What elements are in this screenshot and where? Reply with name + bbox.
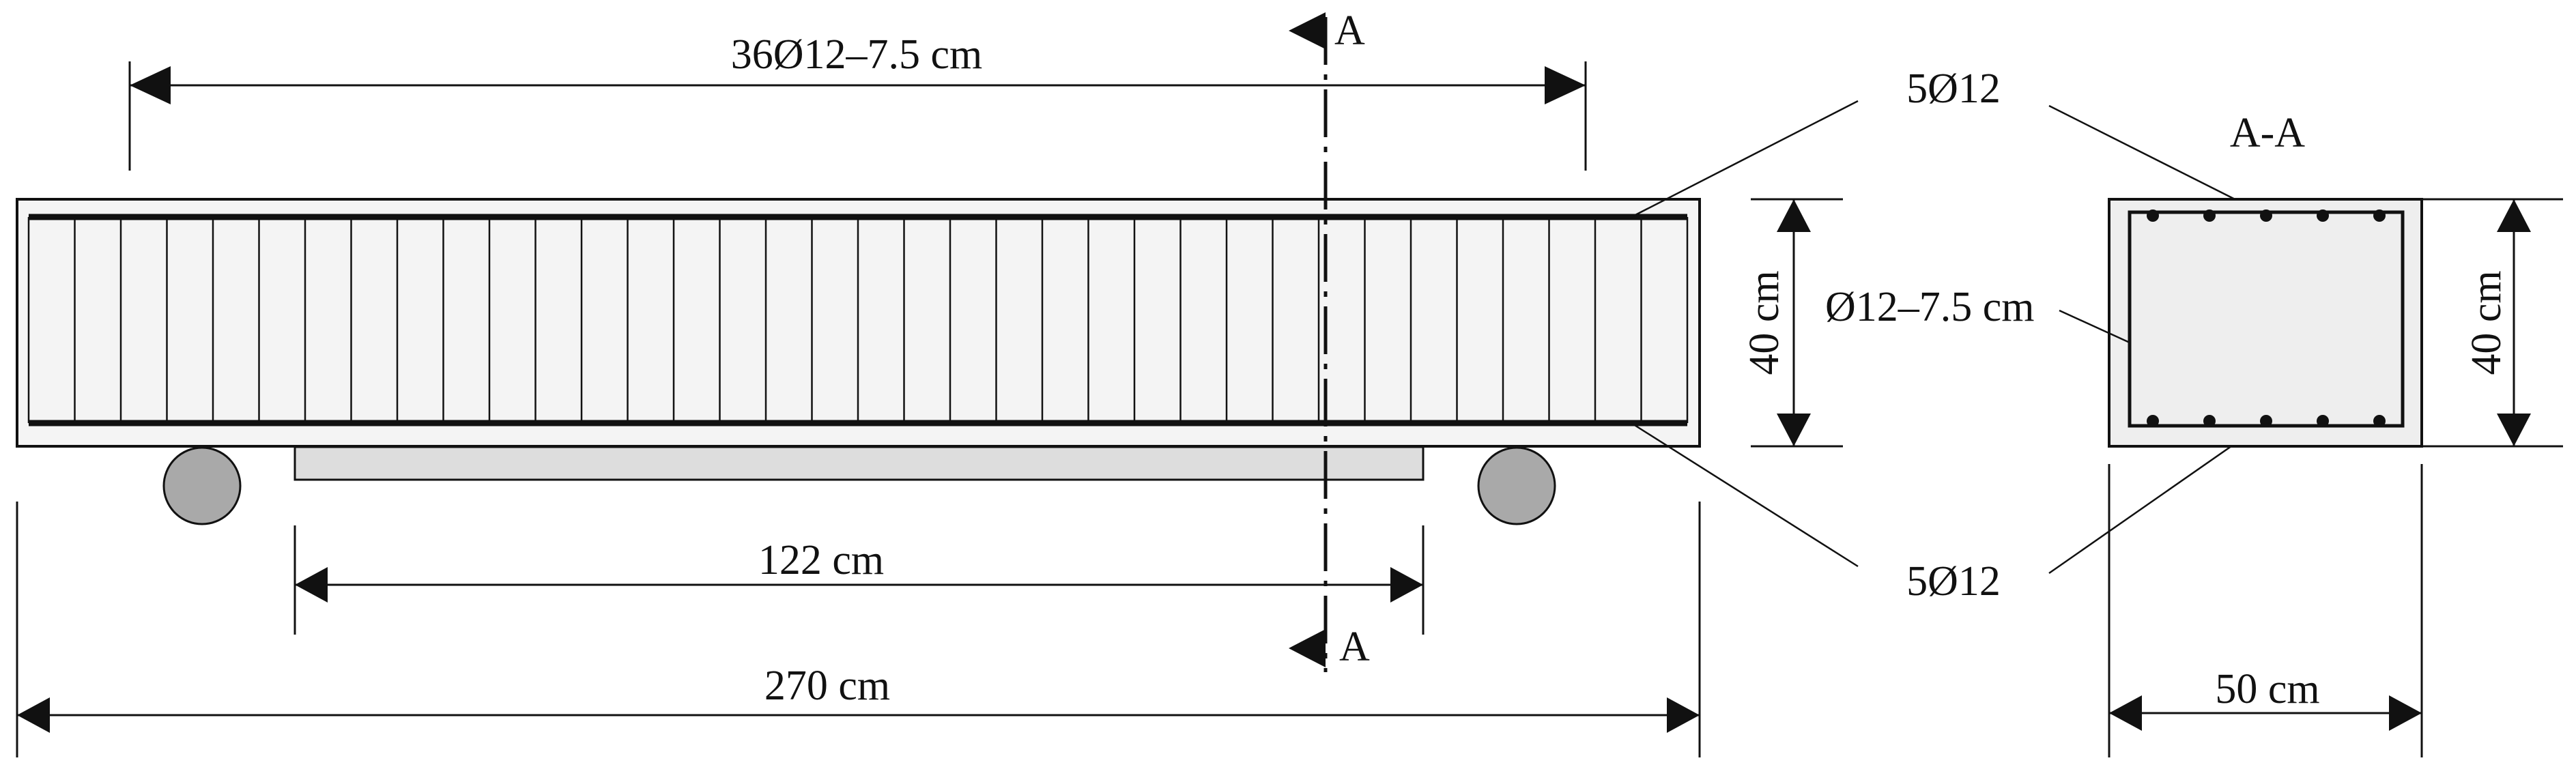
section-title: A-A [2230,110,2305,156]
load-span-arrow-right [1390,567,1423,603]
rebar-dot [2317,209,2329,222]
stirrup-span-arrow-left [130,66,171,104]
stirrup-group [27,217,1689,423]
section-arrow-bottom [1289,629,1326,667]
rebar-dot [2373,209,2386,222]
rebar-dot [2203,209,2216,222]
section-marker-bottom: A [1339,624,1370,670]
height-right-arrow-bottom [2497,414,2531,446]
rebar-dot [2203,415,2216,427]
stirrup-span-label: 36Ø12–7.5 cm [731,31,983,78]
left-support [162,446,242,525]
section-marker-top: A [1334,8,1365,54]
loading-plate [294,446,1425,481]
stirrup-section-label: Ø12–7.5 cm [1825,284,2035,330]
stirrup-span-arrow-right [1545,66,1586,104]
cross-section-outline [2108,198,2423,448]
total-length-arrow-left [17,697,50,733]
top-bar-dots [2147,209,2386,222]
rebar-dot [2260,415,2272,427]
width-arrow-right [2389,695,2422,731]
right-support [1477,446,1556,525]
height-left-label: 40 cm [1741,270,1788,375]
stirrup-section-leader [2059,309,2130,344]
rebar-dot [2147,415,2159,427]
rebar-dot [2147,209,2159,222]
total-length-arrow-right [1667,697,1700,733]
load-span-arrow-left [295,567,328,603]
top-bars-label: 5Ø12 [1906,66,2001,112]
load-span-label: 122 cm [758,537,884,583]
total-length-label: 270 cm [764,663,890,709]
rebar-dot [2373,415,2386,427]
bottom-bar-dots [2147,415,2386,427]
section-arrow-top [1289,12,1326,49]
height-right-label: 40 cm [2463,270,2510,375]
top-bars-leader-section [2048,104,2268,217]
height-left-arrow-bottom [1777,414,1811,446]
rebar-dot [2260,209,2272,222]
height-right-arrow-top [2497,199,2531,232]
bottom-bars-label: 5Ø12 [1906,558,2001,605]
height-left-arrow-top [1777,199,1811,232]
rebar-dot [2317,415,2329,427]
section-width-label: 50 cm [2215,666,2319,712]
width-arrow-left [2109,695,2142,731]
top-bars-leader-elevation [1631,100,1859,218]
bottom-bars-leader-elevation [1631,422,1859,568]
